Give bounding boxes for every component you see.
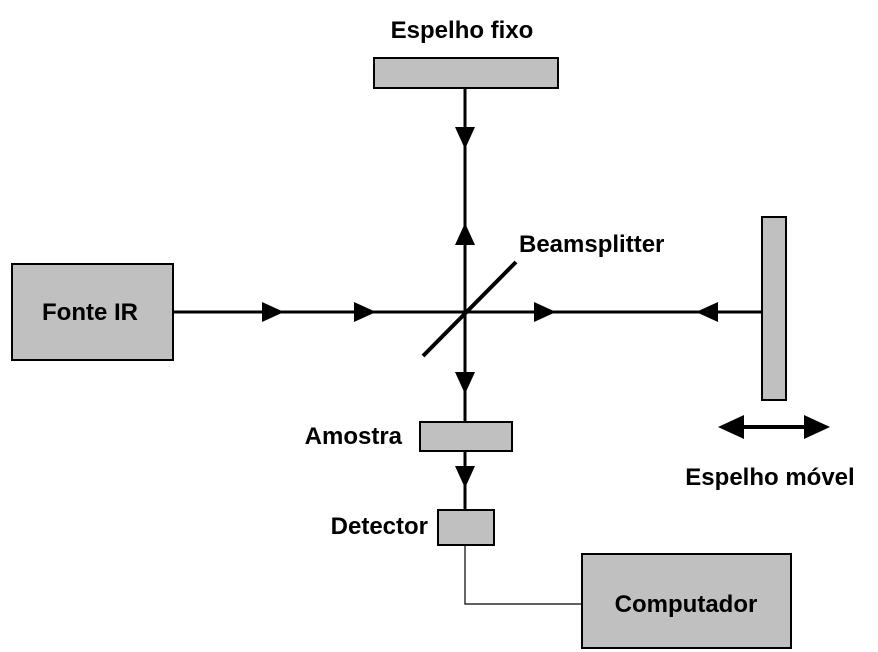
arrow-up-icon [455,223,475,245]
beamsplitter-label: Beamsplitter [519,231,664,258]
ir-source-label: Fonte IR [42,299,138,326]
sample-label: Amostra [305,423,403,450]
arrow-left-icon [696,302,718,322]
ir-source [11,263,174,361]
sample [419,421,513,452]
arrow-right-icon [354,302,376,322]
arrow-down-icon [455,127,475,149]
double-arrow-left-icon [718,415,744,439]
beamsplitter [421,260,518,358]
double-arrow-right-icon [804,415,830,439]
fixed-mirror [373,57,559,89]
fixed-mirror-label: Espelho fixo [391,17,534,44]
arrow-right-icon [262,302,284,322]
computer [581,553,792,649]
movable-mirror-label: Espelho móvel [685,464,854,491]
detector-label: Detector [331,513,428,540]
detector-computer-cable [464,545,582,605]
arrow-down-icon [455,466,475,488]
arrow-down-icon [455,372,475,394]
arrow-right-icon [534,302,556,322]
computer-label: Computador [615,591,758,618]
detector [437,509,495,546]
movable-mirror [761,216,787,401]
